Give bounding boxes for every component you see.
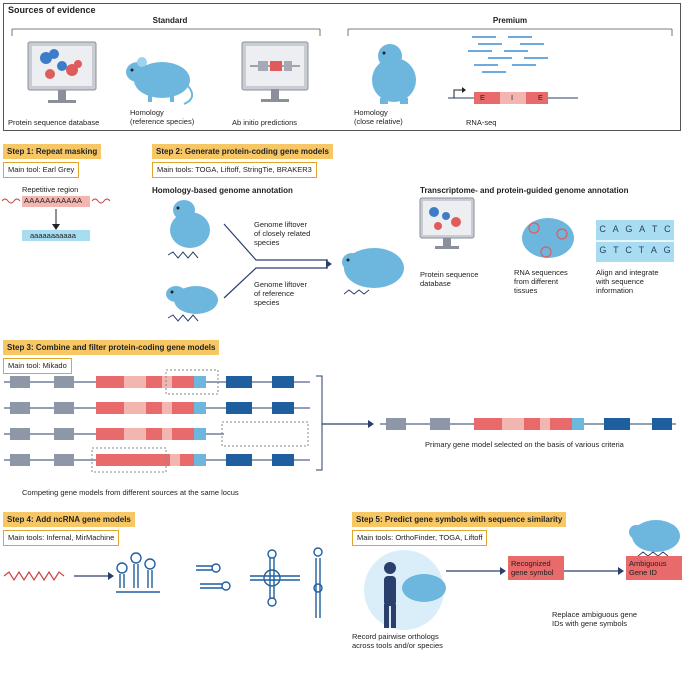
dna-top-4: T: [651, 224, 658, 234]
gene-model-row-4: [4, 447, 310, 473]
step2-tag: Step 2: Generate protein-coding gene mod…: [152, 144, 333, 159]
dna-top-0: C: [599, 224, 606, 234]
beaver-icon: [342, 248, 404, 295]
dna-top-3: A: [639, 224, 646, 234]
mouse-icon: [126, 57, 194, 105]
step1-tool: Main tool: Earl Grey: [3, 162, 80, 178]
premium-label: Premium: [492, 16, 528, 25]
recognized-symbol-box: Recognized gene symbol: [508, 556, 564, 580]
standard-label: Standard: [152, 16, 188, 25]
protein-monitor-icon: [27, 41, 97, 103]
repeat-dna-graphic: [1, 196, 111, 241]
liftover-reference-label: Genome liftover of reference species: [254, 280, 307, 307]
step1-tag: Step 1: Repeat masking: [3, 144, 102, 159]
dna-alignment-grid: [596, 220, 674, 262]
dna-glyphs: [167, 251, 199, 322]
masked-sequence: aaaaaaaaaaa: [30, 231, 76, 240]
ambiguous-id-box: Ambiguous Gene ID: [626, 556, 682, 580]
step2-tools: Main tools: TOGA, Liftoff, StringTie, BR…: [152, 162, 317, 178]
step4-tag: Step 4: Add ncRNA gene models: [3, 512, 135, 527]
competing-models-label: Competing gene models from different sou…: [22, 488, 239, 497]
evidence-panel: [3, 3, 681, 131]
step2-reference-mouse-icon: [166, 286, 218, 314]
dna-bottom-2: C: [625, 245, 632, 255]
homology-title: Homology-based genome annotation: [152, 186, 293, 195]
ab-initio-monitor-icon: [241, 41, 309, 102]
liftover-arrows: [223, 223, 332, 299]
close-relative-animal-icon: [372, 44, 416, 104]
dna-top-5: C: [664, 224, 671, 234]
dna-bottom-4: A: [650, 245, 657, 255]
record-orthologs-label: Record pairwise orthologs across tools a…: [352, 632, 443, 650]
gene-model-row-2: [4, 402, 310, 414]
gene-model-row-3: [4, 421, 309, 447]
dna-top-1: A: [612, 224, 619, 234]
evidence-title: Sources of evidence: [8, 5, 96, 15]
primary-gene-model: [380, 418, 676, 430]
dna-bottom-0: G: [599, 245, 607, 255]
liftover-close-label: Genome liftover of closely related speci…: [254, 220, 311, 247]
step5-beaver-icon: [629, 520, 680, 557]
rnaseq-intron: I: [511, 93, 514, 102]
ncrna-graphic: [3, 547, 323, 618]
rna-seqs-label: RNA sequences from different tissues: [514, 268, 568, 295]
evidence-brackets: [11, 28, 673, 36]
rnaseq-reads-graphic: [448, 36, 578, 104]
protein-db-label: Protein sequence database: [420, 270, 479, 288]
evidence-item-ab-initio: Ab initio predictions: [232, 118, 298, 127]
repeat-label: Repetitive region: [22, 185, 79, 194]
evidence-item-protein: Protein sequence database: [8, 118, 100, 127]
step2-protein-monitor-icon: [419, 197, 475, 249]
evidence-item-rnaseq: RNA-seq: [466, 118, 497, 127]
dna-bottom-3: T: [638, 245, 645, 255]
gene-model-row-1: [4, 369, 310, 395]
step3-tag: Step 3: Combine and filter protein-codin…: [3, 340, 220, 355]
step5-tools: Main tools: OrthoFinder, TOGA, Liftoff: [352, 530, 488, 546]
step3-tool: Main tool: Mikado: [3, 358, 72, 374]
transcript-title: Transcriptome- and protein-guided genome…: [420, 186, 629, 195]
dna-bottom-1: T: [613, 245, 619, 255]
replace-ids-label: Replace ambiguous gene IDs with gene sym…: [552, 610, 638, 628]
repeat-sequence: AAAAAAAAAAA: [24, 196, 83, 205]
step4-tools: Main tools: Infernal, MirMachine: [3, 530, 120, 546]
gene-models-graphic: [4, 369, 676, 473]
step2-close-relative-icon: [170, 200, 210, 248]
evidence-item-homology-ref: Homology (reference species): [130, 108, 195, 126]
primary-model-label: Primary gene model selected on the basis…: [425, 440, 624, 449]
align-label: Align and integrate with sequence inform…: [596, 268, 659, 295]
step5-arrows: [446, 567, 624, 575]
step5-tag: Step 5: Predict gene symbols with sequen…: [352, 512, 567, 527]
rnaseq-exon-1: E: [480, 93, 486, 102]
evidence-item-homology-close: Homology (close relative): [354, 108, 403, 126]
ortholog-person-icon: [364, 550, 446, 630]
rnaseq-exon-2: E: [538, 93, 544, 102]
dna-bottom-5: G: [663, 245, 671, 255]
dna-top-2: G: [625, 224, 633, 234]
rna-tissue-animal-icon: [522, 218, 574, 258]
